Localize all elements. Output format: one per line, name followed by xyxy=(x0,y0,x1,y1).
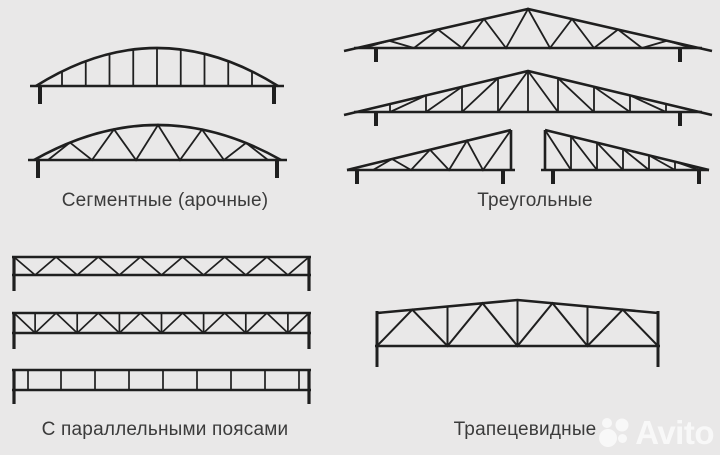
watermark-text: Avito xyxy=(635,413,714,451)
truss-trapezoid-drawing xyxy=(375,298,660,367)
truss-parallel-zigzag-drawing xyxy=(12,255,311,291)
truss-parallel-verticals-only-drawing xyxy=(12,368,311,404)
truss-split-right-triangle-pair-drawing xyxy=(346,128,710,184)
label-parallel: С параллельными поясами xyxy=(41,419,289,440)
truss-triangle-zigzag-drawing xyxy=(343,7,713,62)
avito-logo-icon xyxy=(599,418,629,447)
avito-watermark: Avito xyxy=(598,415,714,449)
label-segmental: Сегментные (арочные) xyxy=(61,190,269,211)
label-triangular: Треугольные xyxy=(477,190,593,211)
truss-arched-with-zigzag-diagonals-drawing xyxy=(28,123,287,178)
truss-triangle-verticals-drawing xyxy=(343,69,713,126)
truss-parallel-zigzag-verticals-drawing xyxy=(12,311,311,349)
truss-arched-with-verticals-drawing xyxy=(30,46,284,104)
label-trapezoidal: Трапецевидные xyxy=(453,419,597,440)
